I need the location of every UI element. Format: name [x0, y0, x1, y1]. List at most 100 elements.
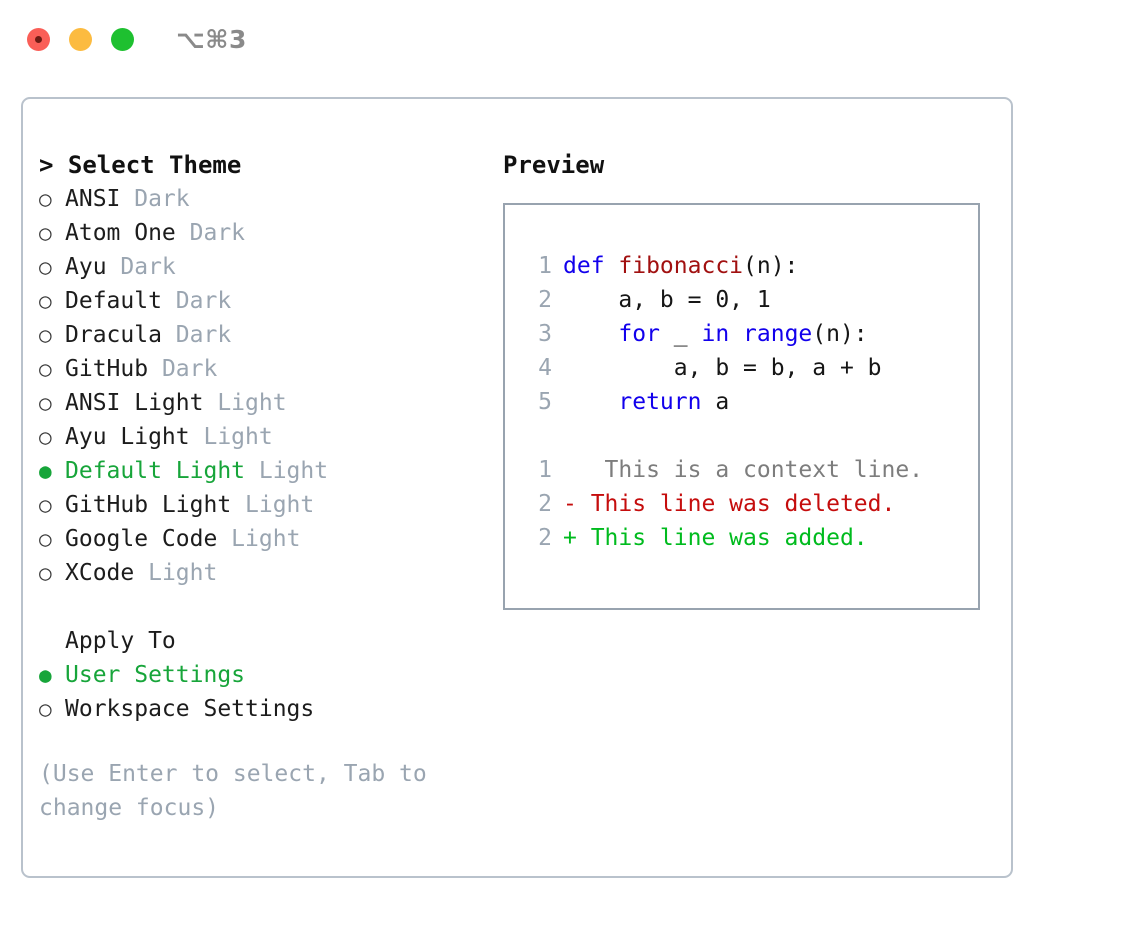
- code-token: for: [563, 321, 674, 347]
- theme-option-ayu-light[interactable]: ○Ayu Light Light: [39, 420, 489, 454]
- theme-option-label: Default: [65, 288, 162, 314]
- theme-option-atom-one[interactable]: ○Atom One Dark: [39, 216, 489, 250]
- keyboard-hint-text: (Use Enter to select, Tab to change focu…: [39, 761, 441, 821]
- title-bar: ⌥⌘3: [0, 0, 1140, 78]
- theme-variant-badge: Light: [189, 424, 273, 450]
- code-text: def fibonacci(n):: [563, 249, 798, 283]
- theme-option-label: ANSI Light: [65, 390, 204, 416]
- theme-option-label: Dracula: [65, 322, 162, 348]
- theme-selector-panel: > Select Theme ○ANSI Dark○Atom One Dark○…: [21, 97, 1013, 878]
- code-token: a: [715, 389, 730, 415]
- theme-variant-badge: Dark: [148, 356, 218, 382]
- theme-variant-badge: Light: [203, 390, 287, 416]
- code-text: return a: [563, 385, 729, 419]
- theme-option-xcode[interactable]: ○ XCode Light: [39, 556, 489, 590]
- apply-to-option-list[interactable]: ●User Settings○Workspace Settings: [39, 658, 489, 726]
- code-token: return: [563, 389, 716, 415]
- theme-variant-badge: Dark: [161, 322, 232, 348]
- radio-unselected-icon: ○: [39, 323, 52, 347]
- theme-variant-badge: Light: [245, 458, 329, 484]
- close-window-button[interactable]: [27, 27, 50, 51]
- code-token: (n):: [743, 253, 799, 279]
- preview-heading: Preview: [503, 151, 605, 179]
- theme-variant-badge: Dark: [161, 288, 232, 314]
- theme-option-default-light[interactable]: ● Default Light Light: [39, 454, 489, 488]
- maximize-window-button[interactable]: [111, 27, 134, 51]
- line-number: 1: [538, 457, 552, 483]
- theme-option-label: GitHub: [65, 356, 149, 382]
- theme-option-label: GitHub Light: [65, 492, 232, 518]
- window-controls: [27, 27, 134, 51]
- line-number: 4: [538, 355, 552, 381]
- code-token: (n):: [812, 321, 868, 347]
- line-number: 2: [538, 491, 552, 517]
- theme-variant-badge: Dark: [106, 254, 176, 280]
- radio-unselected-icon: ○: [39, 527, 52, 551]
- radio-unselected-icon: ○: [39, 255, 52, 279]
- theme-option-github-light[interactable]: ○ GitHub Light Light: [39, 488, 489, 522]
- diff-block: 1 This is a context line.2- This line wa…: [522, 453, 970, 555]
- theme-option-label: Ayu: [65, 254, 107, 280]
- code-token: def: [563, 253, 619, 279]
- apply-to-option-workspace-settings[interactable]: ○Workspace Settings: [39, 692, 489, 726]
- theme-option-list[interactable]: ○ANSI Dark○Atom One Dark○Ayu Dark○Defaul…: [39, 182, 489, 590]
- theme-option-ansi[interactable]: ○ ANSI Dark: [39, 182, 489, 216]
- radio-unselected-icon: ○: [39, 561, 52, 585]
- theme-option-ansi-light[interactable]: ○ ANSI Light Light: [39, 386, 489, 420]
- theme-option-label: Default Light: [65, 458, 246, 484]
- radio-unselected-icon: ○: [39, 357, 52, 381]
- code-text: for _ in range(n):: [563, 317, 868, 351]
- code-token: in range: [701, 321, 813, 347]
- code-diff-spacer: [522, 419, 970, 453]
- theme-variant-badge: Dark: [120, 186, 190, 212]
- line-number: 2: [538, 525, 552, 551]
- apply-to-option-user-settings[interactable]: ●User Settings: [39, 658, 489, 692]
- theme-variant-badge: Dark: [175, 220, 246, 246]
- apply-to-heading: Apply To: [65, 628, 176, 654]
- diff-line: 2+ This line was added.: [522, 521, 970, 555]
- line-number: 5: [538, 389, 552, 415]
- code-line: 3 for _ in range(n):: [522, 317, 970, 351]
- section-spacer: [39, 590, 489, 624]
- theme-option-default[interactable]: ○ Default Dark: [39, 284, 489, 318]
- minimize-window-button[interactable]: [69, 27, 92, 51]
- diff-text: This is a context line.: [563, 457, 924, 483]
- code-line: 5 return a: [522, 385, 970, 419]
- window-title: ⌥⌘3: [176, 24, 247, 54]
- line-number: 3: [538, 321, 552, 347]
- theme-option-ayu[interactable]: ○ Ayu Dark: [39, 250, 489, 284]
- theme-option-label: XCode: [65, 560, 135, 586]
- radio-unselected-icon: ○: [39, 289, 52, 313]
- theme-option-google-code[interactable]: ○ Google Code Light: [39, 522, 489, 556]
- select-theme-heading: > Select Theme: [39, 151, 242, 179]
- code-text: a, b = b, a + b: [563, 351, 882, 385]
- code-text: a, b = 0, 1: [563, 283, 770, 317]
- code-token: a, b = b, a + b: [563, 355, 882, 381]
- radio-selected-icon: ●: [39, 459, 52, 483]
- code-line: 4 a, b = b, a + b: [522, 351, 970, 385]
- theme-option-label: ANSI: [65, 186, 121, 212]
- radio-unselected-icon: ○: [39, 391, 52, 415]
- code-token: _: [673, 321, 702, 347]
- theme-variant-badge: Light: [217, 526, 301, 552]
- diff-line: 2- This line was deleted.: [522, 487, 970, 521]
- radio-unselected-icon: ○: [39, 425, 52, 449]
- radio-unselected-icon: ○: [39, 493, 52, 517]
- radio-unselected-icon: ○: [39, 221, 52, 245]
- theme-option-github[interactable]: ○ GitHub Dark: [39, 352, 489, 386]
- diff-line: 1 This is a context line.: [522, 453, 970, 487]
- radio-unselected-icon: ○: [39, 697, 52, 721]
- radio-selected-icon: ●: [39, 663, 52, 687]
- code-token: fibonacci: [618, 253, 744, 279]
- code-line: 2 a, b = 0, 1: [522, 283, 970, 317]
- theme-variant-badge: Light: [134, 560, 218, 586]
- theme-option-label: Google Code: [65, 526, 218, 552]
- theme-option-dracula[interactable]: ○ Dracula Dark: [39, 318, 489, 352]
- theme-variant-badge: Light: [231, 492, 315, 518]
- radio-unselected-icon: ○: [39, 187, 52, 211]
